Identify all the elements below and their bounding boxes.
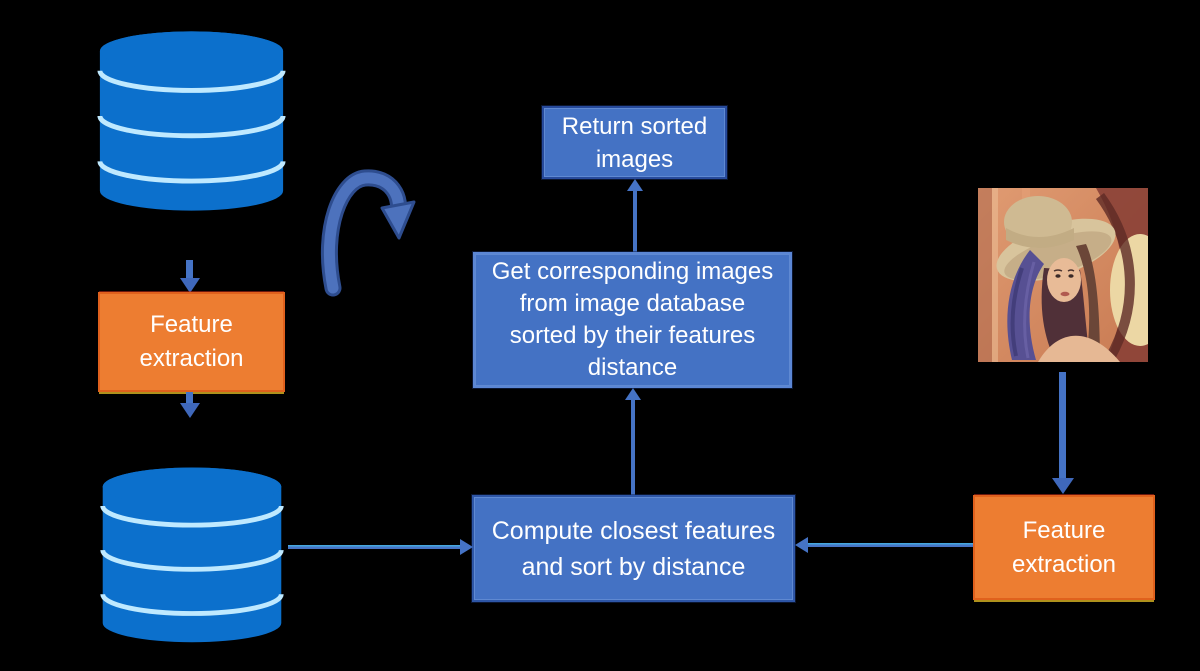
feature-extraction-box-right: Feature extraction (973, 495, 1155, 600)
feature-extraction-box-left: Feature extraction (98, 292, 285, 392)
arrowhead-down-icon (180, 278, 200, 293)
arrowhead-down-icon (1052, 478, 1074, 494)
database-icon (97, 31, 286, 211)
flow-connector-feature-to-compute (806, 543, 973, 547)
arrowhead-up-icon (627, 179, 643, 191)
flow-connector-db-to-compute (288, 545, 463, 549)
flow-connector-get-to-return (633, 189, 637, 252)
compute-closest-features-box: Compute closest features and sort by dis… (472, 495, 795, 602)
flow-arrow-query-to-feature (1059, 372, 1066, 480)
curved-arrow-icon (321, 169, 416, 297)
get-corresponding-images-box: Get corresponding images from image data… (473, 252, 792, 388)
flow-arrow-feature-to-db (186, 392, 193, 406)
arrowhead-up-icon (625, 388, 641, 400)
arrowhead-right-icon (460, 539, 473, 555)
flow-connector-compute-to-get (631, 397, 635, 495)
return-sorted-images-box: Return sorted images (542, 106, 727, 179)
arrowhead-down-icon (180, 403, 200, 418)
flow-arrow-db-to-feature-left (186, 260, 193, 282)
arrowhead-left-icon (795, 537, 808, 553)
database-icon (100, 467, 284, 643)
portrait-query-image (978, 188, 1148, 362)
